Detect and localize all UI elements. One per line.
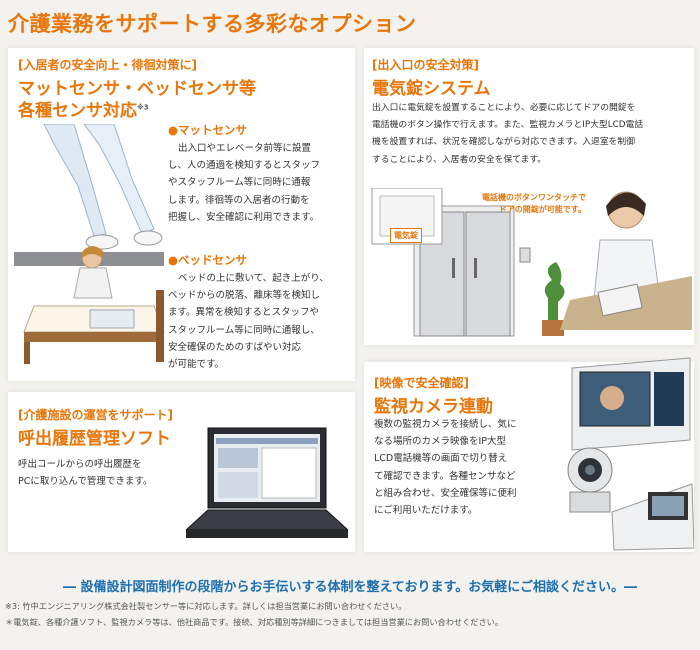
page-title: 介護業務をサポートする多彩なオプション xyxy=(8,12,417,36)
mat-sensor-illustration xyxy=(14,124,164,266)
mat-line: し、人の通過を検知するとスタッフ xyxy=(168,160,321,172)
camera-line: LCD電話機等の画面で切り替え xyxy=(374,453,508,465)
laptop-icon xyxy=(186,427,348,538)
bed-sensor-illustration xyxy=(23,246,165,364)
footnote-1: ※3: 竹中エンジニアリング株式会社製センサー等に対応します。詳しくは担当営業に… xyxy=(5,601,407,611)
lock-callout: 電話機のボタンワンタッチで ドアの開錠が可能です。 xyxy=(482,192,586,216)
lock-line: 機を設置すれば、状況を確認しながら対応できます。入退室を制御 xyxy=(372,137,636,148)
bed-sensor-title-text: ベッドセンサ xyxy=(178,253,248,267)
bed-line: ます。異常を検知するとスタッフや xyxy=(168,307,320,319)
history-line: PCに取り込んで管理できます。 xyxy=(18,476,153,488)
door-label: 電気錠 xyxy=(390,228,422,243)
camera-line: なる場所のカメラ映像をIP大型 xyxy=(374,436,507,448)
bed-line: ベッドからの脱落、離床等を検知し xyxy=(168,290,321,302)
camera-phone-illustration xyxy=(567,357,694,551)
bed-sensor-desc: ベッドの上に敷いて、起き上がり、 ベッドからの脱落、離床等を検知し ます。異常を… xyxy=(168,270,350,373)
history-card-heading: 呼出履歴管理ソフト xyxy=(18,429,171,449)
camera-line: て確認できます。各種センサなど xyxy=(374,470,516,482)
camera-card-tag: [映像で安全確認] xyxy=(374,376,469,390)
callout-line: 電話機のボタンワンタッチで xyxy=(482,193,586,202)
history-line: 呼出コールからの呼出履歴を xyxy=(18,459,142,470)
mat-line: 出入口やエレベータ前等に設置 xyxy=(178,143,312,154)
lock-line: 出入口に電気錠を設置することにより、必要に応じてドアの開錠を xyxy=(372,103,636,113)
bullet-icon: ● xyxy=(168,123,179,137)
lock-line: 電話機のボタン操作で行えます。また、監視カメラとIP大型LCD電話 xyxy=(372,120,644,131)
bed-line: が可能です。 xyxy=(168,359,225,371)
mat-line: します。徘徊等の入居者の行動を xyxy=(168,194,310,206)
sensor-card: [入居者の安全向上・徘徊対策に] マットセンサ・ベッドセンサ等 各種センサ対応※… xyxy=(8,48,355,381)
lock-line: することにより、入居者の安全を保てます。 xyxy=(372,154,547,165)
staff-illustration xyxy=(560,191,692,330)
camera-card-heading: 監視カメラ連動 xyxy=(374,397,493,417)
lock-card: [出入口の安全対策] 電気錠システム 出入口に電気錠を設置することにより、必要に… xyxy=(364,48,694,345)
camera-line: 複数の監視カメラを接続し、気に xyxy=(374,419,517,430)
sensor-card-tag: [入居者の安全向上・徘徊対策に] xyxy=(18,58,197,72)
camera-line: と組み合わせ、安全確保等に便利 xyxy=(374,487,517,499)
door-illustration xyxy=(371,188,565,337)
lock-card-heading: 電気錠システム xyxy=(372,79,491,99)
mat-sensor-title-text: マットセンサ xyxy=(178,123,248,137)
bullet-icon: ● xyxy=(168,253,179,267)
mat-sensor-desc: 出入口やエレベータ前等に設置 し、人の通過を検知するとスタッフ やスタッフルーム… xyxy=(168,140,350,226)
mat-sensor-title: ●マットセンサ xyxy=(168,122,247,138)
bed-line: スタッフルーム等に同時に通報し、 xyxy=(168,324,320,336)
footnote-2: ＊電気錠、各種介護ソフト、監視カメラ等は、他社商品です。接続、対応種別等詳細につ… xyxy=(5,617,504,627)
history-card: [介護施設の運営をサポート] 呼出履歴管理ソフト 呼出コールからの呼出履歴を P… xyxy=(8,392,355,552)
sensor-card-heading-2: 各種センサ対応※3 xyxy=(18,96,149,121)
history-card-tag: [介護施設の運営をサポート] xyxy=(18,408,173,422)
bed-line: ベッドの上に敷いて、起き上がり、 xyxy=(178,273,329,284)
history-card-desc: 呼出コールからの呼出履歴を PCに取り込んで管理できます。 xyxy=(18,456,188,490)
mat-line: やスタッフルーム等に同時に通報 xyxy=(168,177,311,189)
bed-line: 安全確保のためのすばやい対応 xyxy=(168,341,302,353)
sensor-card-heading-1: マットセンサ・ベッドセンサ等 xyxy=(18,79,256,99)
note-mark: ※3 xyxy=(137,103,149,112)
mat-line: 把握し、安全確認に利用できます。 xyxy=(168,211,320,223)
lock-card-desc: 出入口に電気錠を設置することにより、必要に応じてドアの開錠を 電話機のボタン操作… xyxy=(372,100,690,169)
footer-message: ― 設備設計図面制作の段階からお手伝いする体制を整えております。お気軽にご相談く… xyxy=(63,580,637,595)
sensor-card-heading-2-text: 各種センサ対応 xyxy=(18,101,137,121)
callout-line: ドアの開錠が可能です。 xyxy=(498,205,586,214)
lock-card-tag: [出入口の安全対策] xyxy=(372,58,479,72)
camera-line: にご利用いただけます。 xyxy=(374,505,478,517)
camera-card: [映像で安全確認] 監視カメラ連動 複数の監視カメラを接続し、気に なる場所のカ… xyxy=(364,357,694,552)
bed-sensor-title: ●ベッドセンサ xyxy=(168,252,247,268)
camera-card-desc: 複数の監視カメラを接続し、気に なる場所のカメラ映像をIP大型 LCD電話機等の… xyxy=(374,416,562,519)
